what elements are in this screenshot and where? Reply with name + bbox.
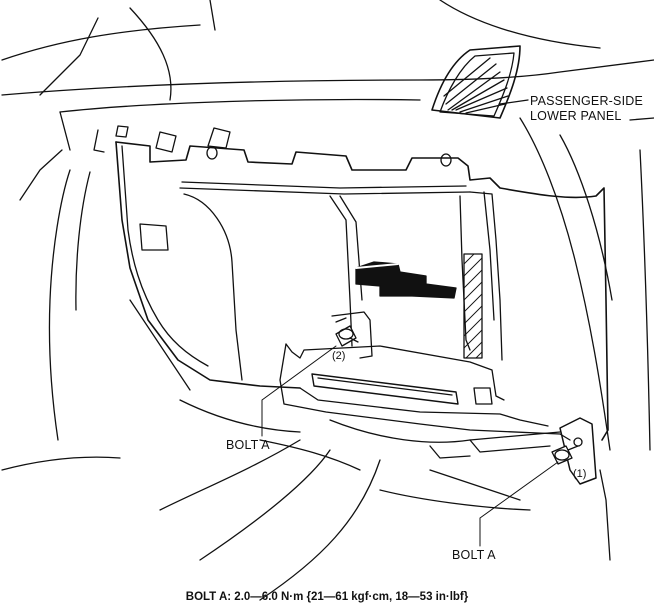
bolt-a-2 [336, 326, 358, 346]
callout-1: (1) [573, 468, 587, 480]
callout-2: (2) [332, 350, 346, 362]
bolt-a-label-right: BOLT A [452, 548, 496, 562]
floor-contours [2, 150, 650, 600]
torque-specification: BOLT A: 2.0—6.0 N·m {21—61 kgf·cm, 18—53… [185, 591, 469, 603]
panel-label-line2: LOWER PANEL [530, 109, 622, 123]
leader-lines [262, 346, 558, 546]
bolt-a-label-left: BOLT A [226, 438, 270, 452]
dashboard-outline [2, 0, 654, 450]
panel-label-line1: PASSENGER-SIDE [530, 94, 644, 108]
bolt-a-1 [552, 446, 578, 464]
air-vent [432, 46, 520, 118]
lower-panel [116, 142, 608, 484]
direction-arrow [356, 262, 456, 298]
panel-leader-line [500, 100, 528, 104]
